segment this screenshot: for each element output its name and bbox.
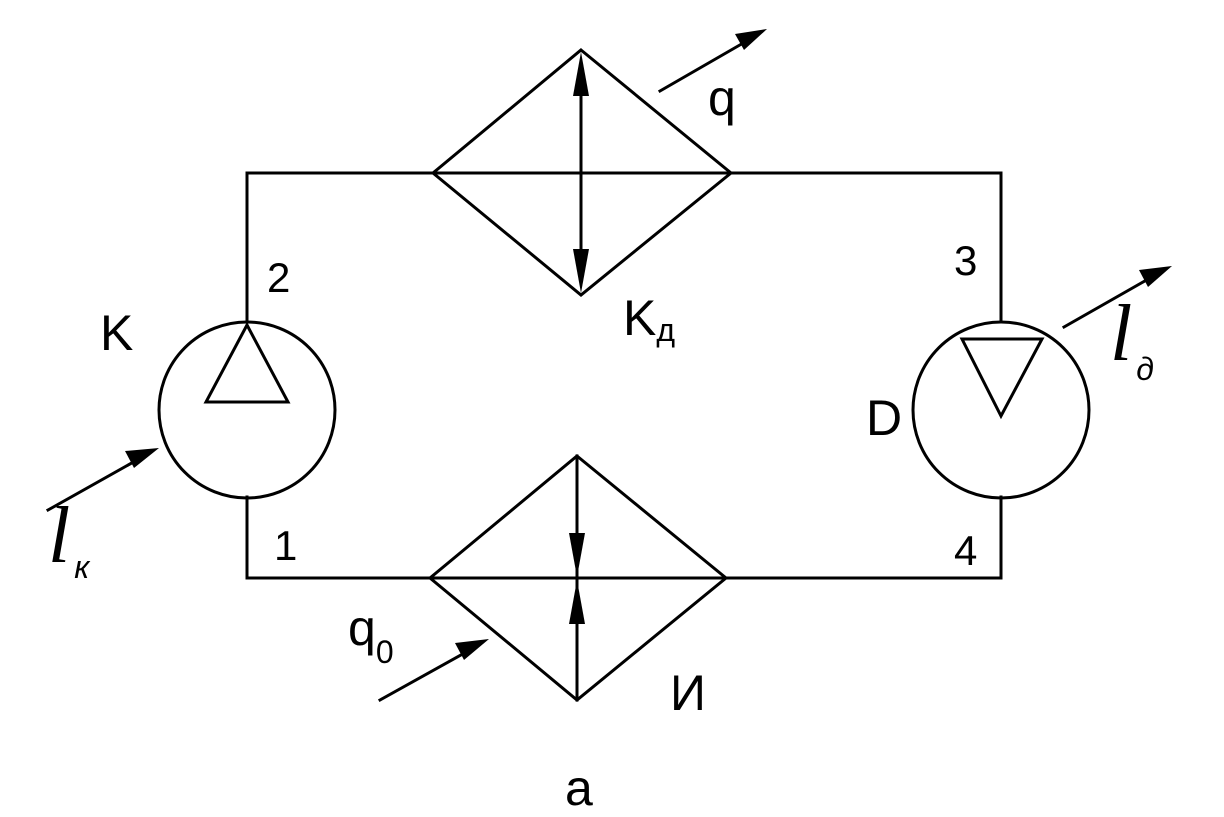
compressor-work-label-sub: к [74, 549, 91, 585]
condenser-arrowhead-down [573, 249, 589, 293]
line-expander-to-evaporator [724, 495, 1003, 580]
compressor-work-arrow [45, 448, 159, 513]
compressor-triangle-up [203, 321, 291, 404]
heat-in-label-main: q [348, 600, 376, 656]
expander-work-label-sub: д [1136, 351, 1154, 387]
condenser-arrowhead-up [573, 52, 589, 96]
expander-label: D [866, 390, 902, 446]
circuit-lines [245, 171, 1003, 580]
expander-work-arrow [1061, 266, 1172, 330]
heat-in-arrowhead [455, 639, 489, 660]
point-4-label: 4 [954, 527, 977, 574]
heat-out-arrowhead [735, 29, 767, 50]
condenser-symbol [430, 48, 734, 297]
point-1-label: 1 [274, 522, 297, 569]
compressor-symbol [157, 320, 337, 500]
compressor-work-label-main: l [48, 492, 70, 580]
heat-out-arrow [657, 29, 767, 94]
figure-caption: a [565, 760, 593, 816]
compressor-label: K [100, 305, 133, 361]
condenser-diamond [430, 48, 734, 297]
line-condenser-to-expander [729, 171, 1003, 324]
evaporator-label: И [670, 665, 706, 721]
heat-out-label: q [708, 70, 736, 126]
expander-work-label-main: l [1110, 290, 1132, 378]
heat-in-label-sub: 0 [376, 634, 394, 670]
heat-in-arrow [377, 639, 489, 703]
evaporator-symbol [427, 454, 729, 702]
line-evaporator-to-compressor [245, 495, 432, 580]
compressor-work-arrowhead [125, 448, 159, 468]
evaporator-arrowhead-up [569, 580, 585, 624]
compressor-circle [157, 320, 337, 500]
evaporator-arrowhead-down [569, 533, 585, 577]
heat-in-label: q0 [348, 600, 394, 670]
condenser-label: Kд [623, 290, 675, 348]
point-3-label: 3 [954, 237, 977, 284]
expander-triangle-down [959, 337, 1045, 420]
expander-circle [911, 320, 1091, 500]
expander-work-arrowhead [1139, 266, 1172, 287]
condenser-label-main: K [623, 290, 656, 346]
point-2-label: 2 [267, 254, 290, 301]
line-compressor-to-condenser [245, 171, 435, 324]
expander-symbol [911, 320, 1091, 500]
condenser-label-sub: д [656, 312, 675, 348]
